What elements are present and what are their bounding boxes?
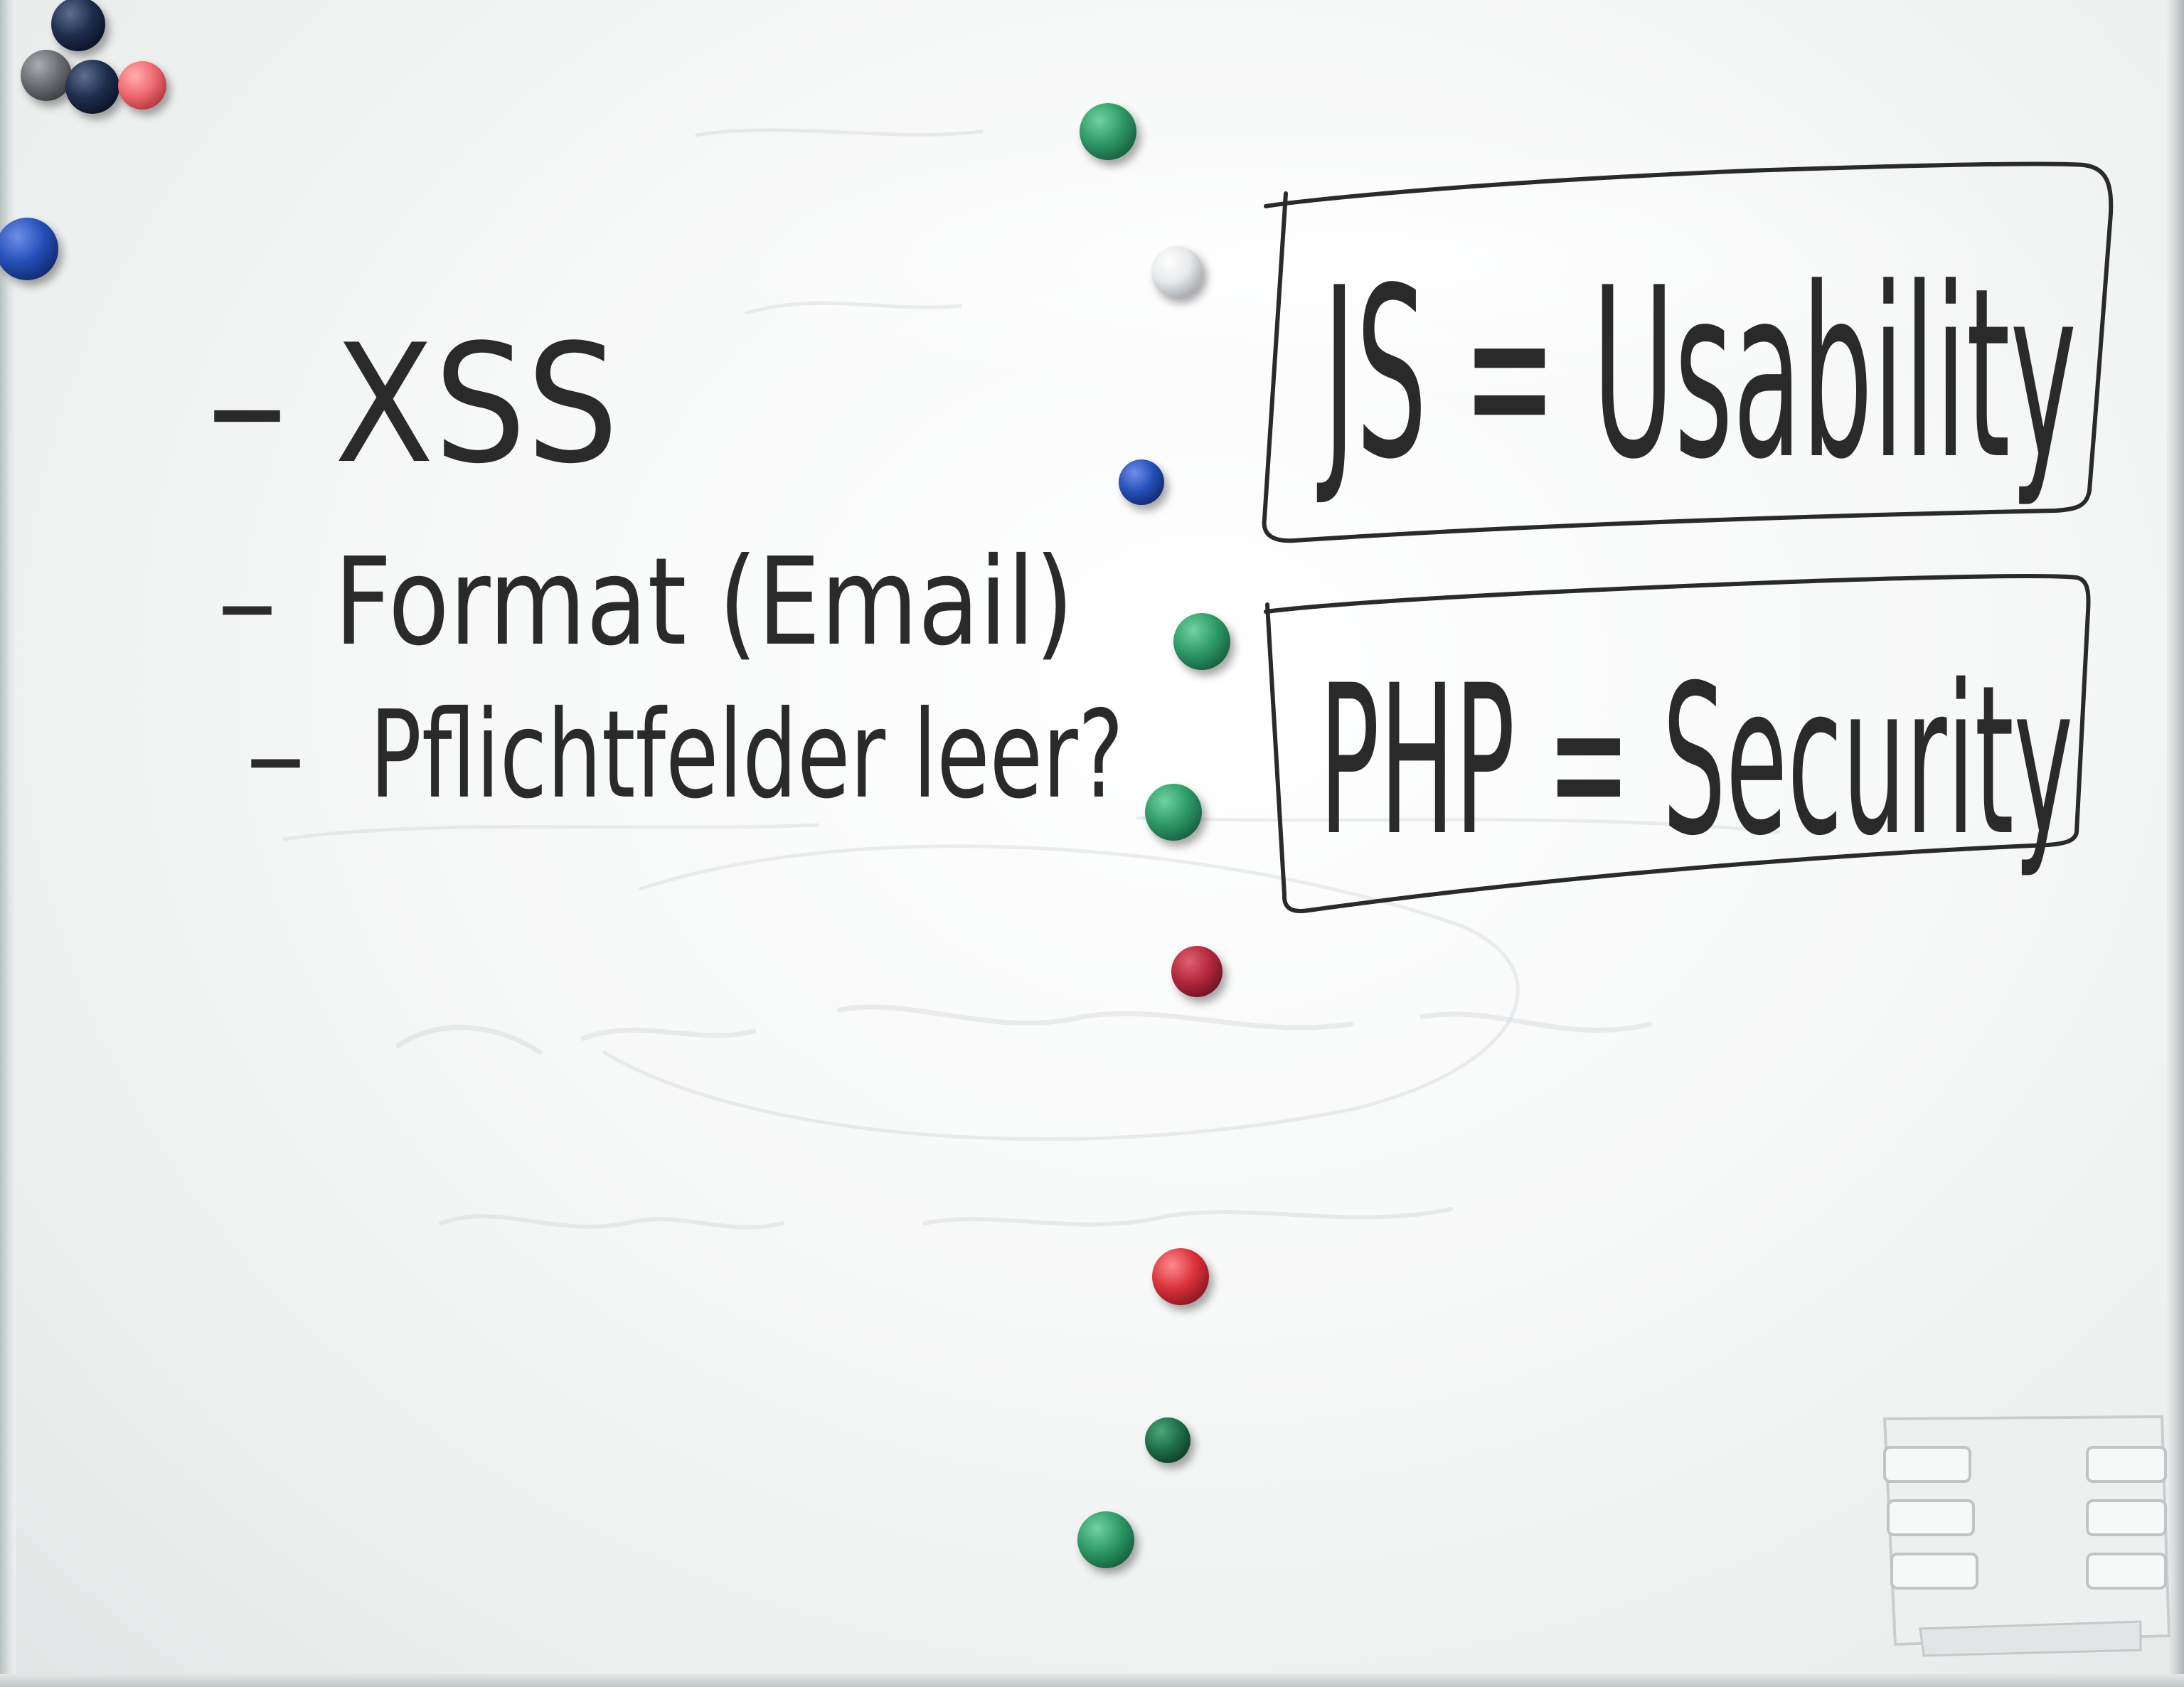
whiteboard-frame-right [2167, 0, 2184, 1687]
magnet-dark-red[interactable] [1171, 946, 1222, 997]
magnet-navy[interactable] [65, 60, 119, 114]
list-item-text: XSS [334, 310, 619, 500]
magnet-dark-green[interactable] [1145, 1417, 1190, 1463]
magnet-pink[interactable] [118, 61, 166, 110]
magnet-green[interactable] [1080, 103, 1136, 160]
bullet-list: – XSS – Format (Email) – Pflichtfelder l… [206, 310, 1124, 826]
list-item-text: Format (Email) [334, 532, 1074, 673]
magnet-red[interactable] [1152, 1248, 1209, 1305]
magnet-white[interactable] [1151, 246, 1203, 297]
whiteboard-frame-left [0, 0, 16, 1687]
box-js-usability: JS = Usability [1262, 161, 2114, 543]
magnet-grey[interactable] [21, 50, 72, 101]
magnet-blue[interactable] [1119, 459, 1164, 505]
box-php-security: PHP = Security [1264, 574, 2091, 913]
magnets [0, 0, 1230, 1568]
box-label: JS = Usability [1316, 238, 2077, 511]
erased-ghost-writing [282, 128, 1780, 1230]
box-label: PHP = Security [1319, 642, 2073, 881]
list-item-dash: – [206, 310, 288, 500]
magnet-blue[interactable] [0, 218, 58, 280]
list-item-dash: – [217, 532, 277, 673]
box-outline [1262, 161, 2114, 543]
marker-holder-tray [1882, 1415, 2171, 1657]
magnet-navy[interactable] [51, 0, 105, 51]
whiteboard-frame-bottom [0, 1674, 2184, 1687]
list-item-text: Pflichtfelder leer? [370, 685, 1124, 826]
magnet-green[interactable] [1145, 784, 1202, 841]
list-item: – XSS [206, 310, 619, 500]
box-outline [1264, 574, 2091, 913]
magnet-green[interactable] [1077, 1511, 1134, 1568]
magnet-green[interactable] [1173, 613, 1230, 670]
list-item: – Pflichtfelder leer? [245, 685, 1124, 826]
list-item: – Format (Email) [217, 532, 1074, 673]
list-item-dash: – [245, 685, 306, 826]
